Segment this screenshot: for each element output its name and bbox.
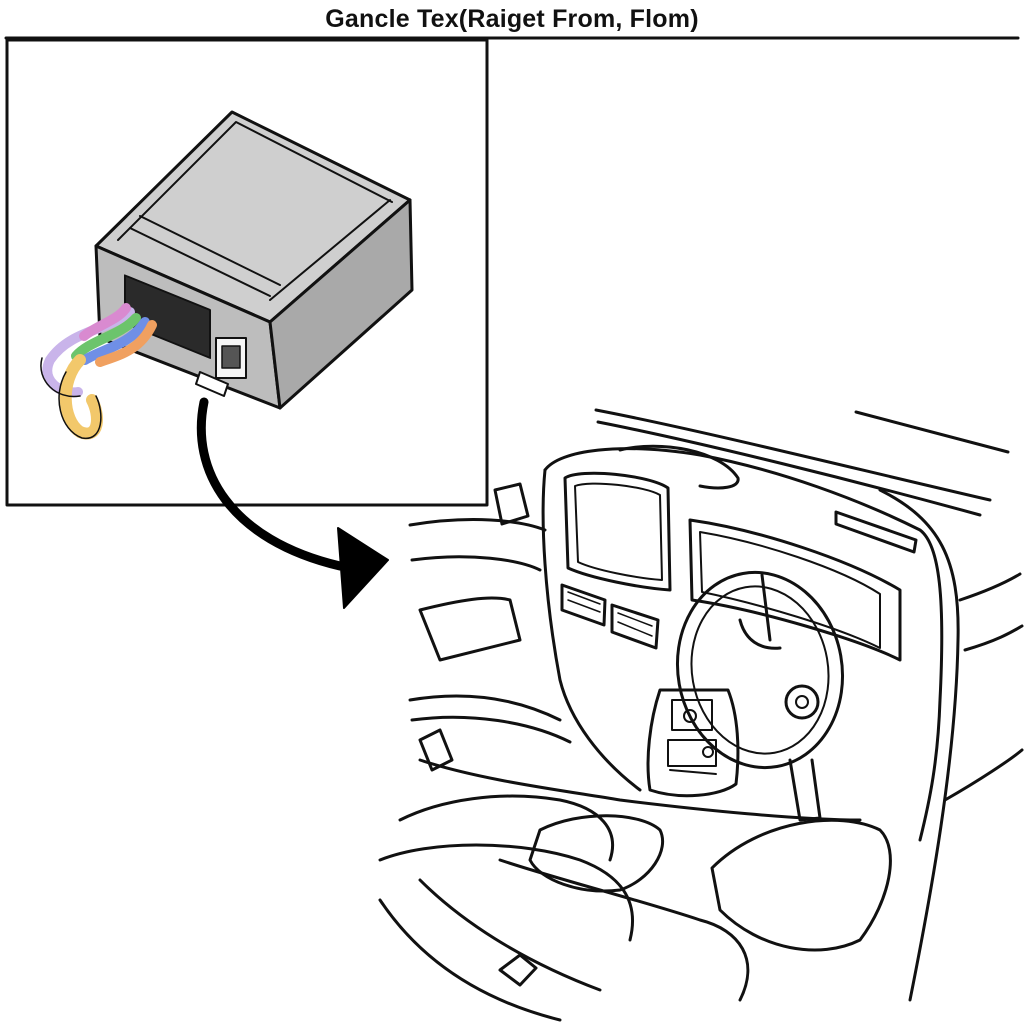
inset-panel	[5, 38, 489, 507]
control-module-icon	[94, 110, 414, 410]
wire-outlines	[40, 357, 102, 439]
wire-bundle	[42, 303, 157, 440]
car-dashboard-illustration	[378, 408, 1024, 1022]
diagram-title: Gancle Tex(Raiget From, Flom)	[325, 4, 699, 33]
curved-arrow-icon	[196, 397, 389, 609]
